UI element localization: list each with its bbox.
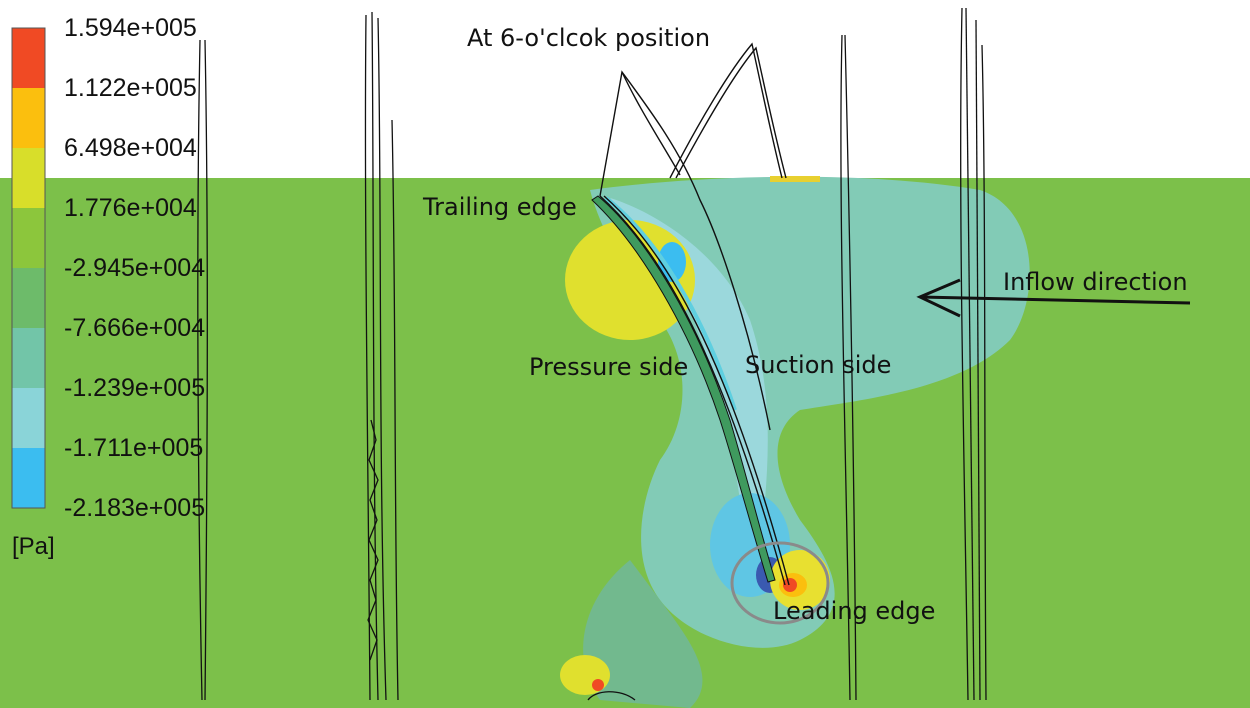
pressure-side-label: Pressure side: [529, 353, 689, 381]
suction-side-label: Suction side: [745, 351, 892, 379]
inflow-arrow: [916, 278, 1191, 318]
transition-region: [583, 560, 703, 708]
structure-lines: [197, 7, 987, 701]
bottom-red-spot: [592, 679, 604, 691]
colorbar-band: [12, 88, 45, 148]
colorbar-band: [12, 208, 45, 268]
pressure-blue-spot: [658, 242, 686, 282]
blade-surface: [591, 195, 776, 583]
leading-edge-circle: [730, 541, 830, 625]
leading-edge-red: [783, 578, 797, 592]
colorbar-tick-label: 1.122e+005: [64, 74, 197, 102]
colorbar-tick-label: 1.776e+004: [64, 194, 197, 222]
colorbar-unit: [Pa]: [12, 533, 55, 560]
trailing-edge-label: Trailing edge: [423, 193, 577, 221]
colorbar-band: [12, 28, 45, 88]
hub-outline: [587, 691, 636, 701]
colorbar-frame: [11, 27, 46, 509]
colorbar: [11, 27, 46, 509]
inflow-direction-label: Inflow direction: [1003, 268, 1188, 296]
colorbar-band: [12, 148, 45, 208]
colorbar-tick-label: -1.239e+005: [64, 374, 206, 402]
colorbar-tick-label: -7.666e+004: [64, 314, 206, 342]
colorbar-tick-label: -2.945e+004: [64, 254, 206, 282]
colorbar-tick-label: -2.183e+005: [64, 494, 206, 522]
blade-outline: [599, 42, 790, 586]
bottom-high-spot: [560, 655, 610, 695]
colorbar-band: [12, 448, 45, 508]
six-oclock-label: At 6-o'clcok position: [467, 24, 711, 52]
colorbar-tick-label: 6.498e+004: [64, 134, 197, 162]
leading-edge-label: Leading edge: [773, 597, 936, 625]
colorbar-band: [12, 388, 45, 448]
colorbar-tick-label: -1.711e+005: [64, 434, 204, 462]
blade-edge-cyan: [604, 196, 737, 411]
colorbar-band: [12, 328, 45, 388]
colorbar-band: [12, 268, 45, 328]
free-surface-yellow: [770, 176, 820, 182]
colorbar-tick-label: 1.594e+005: [64, 14, 197, 42]
